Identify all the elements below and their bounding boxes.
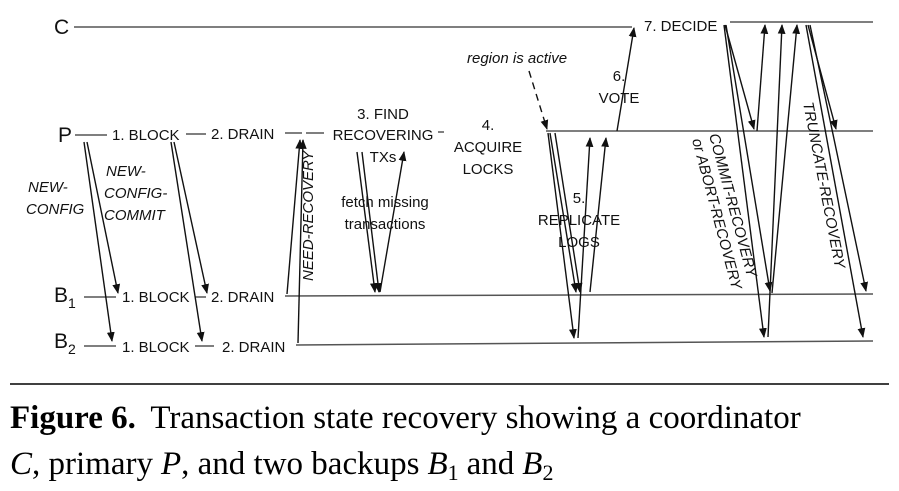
arrow-truncate-b1: [809, 24, 869, 292]
arrow-need-recovery-b1: [286, 139, 304, 295]
step-find-line1: 3. FIND: [357, 106, 409, 123]
arrow-new-config-b1: [86, 141, 121, 294]
arrow-ack-commit-p: [756, 24, 769, 132]
timeline-b1-main: [284, 293, 874, 297]
arrow-replicate-b1-a: [549, 132, 579, 293]
arrow-ack-b1: [589, 137, 609, 293]
msg-fetch-line2: transactions: [345, 216, 426, 233]
step-vote-line2: VOTE: [599, 90, 640, 107]
msg-region-active: region is active: [467, 50, 567, 67]
arrow-replicate-b2-a: [547, 132, 577, 339]
step-b1-drain: 2. DRAIN: [211, 289, 274, 306]
arrow-truncate-p: [807, 24, 838, 130]
arrow-need-recovery-b2: [297, 139, 307, 344]
step-p-block: 1. BLOCK: [112, 127, 180, 144]
step-b2-block: 1. BLOCK: [122, 339, 190, 356]
step-find-line2: RECOVERING: [333, 127, 434, 144]
arrow-ack-b2: [577, 137, 594, 339]
msg-new-config-commit-line3: COMMIT: [104, 207, 167, 224]
msg-new-config-commit-line1: NEW-: [106, 163, 146, 180]
step-b2-drain: 2. DRAIN: [222, 339, 285, 356]
step-replicate-line3: LOGS: [558, 234, 600, 251]
step-replicate-line1: 5.: [573, 190, 586, 207]
arrow-fetch-down-a: [356, 151, 378, 293]
arrow-fetch-up: [379, 151, 407, 293]
step-b1-block: 1. BLOCK: [122, 289, 190, 306]
msg-need-recovery: NEED-RECOVERY: [300, 150, 317, 281]
arrow-new-config-commit-b1: [173, 141, 209, 294]
arrow-replicate-b1-b: [554, 132, 583, 293]
timeline-b2-main: [295, 340, 874, 346]
figure-caption-line1: Figure 6. Transaction state recovery sho…: [10, 400, 801, 436]
step-acquire-line1: 4.: [482, 117, 495, 134]
msg-truncate-recovery: TRUNCATE-RECOVERY: [799, 101, 848, 271]
arrow-commit-recovery-b2: [723, 24, 767, 338]
step-vote-line1: 6.: [613, 68, 626, 85]
step-replicate-line2: REPLICATE: [538, 212, 620, 229]
lane-label-b2: B2: [54, 330, 76, 357]
arrow-commit-recovery-p: [724, 24, 756, 130]
step-acquire-line3: LOCKS: [463, 161, 514, 178]
arrow-ack-commit-b2: [767, 24, 786, 338]
arrow-commit-recovery-b1: [725, 24, 773, 292]
arrow-new-config-commit-b2: [170, 141, 205, 342]
arrow-region-active: [528, 70, 549, 130]
arrow-truncate-b2: [805, 24, 866, 338]
step-acquire-line2: ACQUIRE: [454, 139, 522, 156]
msg-new-config-line1: NEW-: [28, 179, 68, 196]
msg-fetch-line1: fetch missing: [341, 194, 429, 211]
arrow-vote: [616, 27, 637, 132]
step-find-line3: TXs: [370, 149, 397, 166]
lane-label-c: C: [54, 16, 69, 39]
figure-label: Figure 6.: [10, 400, 136, 436]
msg-new-config-line2: CONFIG: [26, 201, 85, 218]
step-decide: 7. DECIDE: [644, 18, 717, 35]
arrow-fetch-down-b: [361, 151, 382, 293]
msg-new-config-commit-line2: CONFIG-: [104, 185, 167, 202]
lane-label-b1: B1: [54, 284, 76, 311]
lane-label-p: P: [58, 124, 72, 147]
arrow-ack-commit-b1: [771, 24, 801, 294]
arrow-new-config-b2: [83, 141, 115, 342]
step-p-drain: 2. DRAIN: [211, 126, 274, 143]
